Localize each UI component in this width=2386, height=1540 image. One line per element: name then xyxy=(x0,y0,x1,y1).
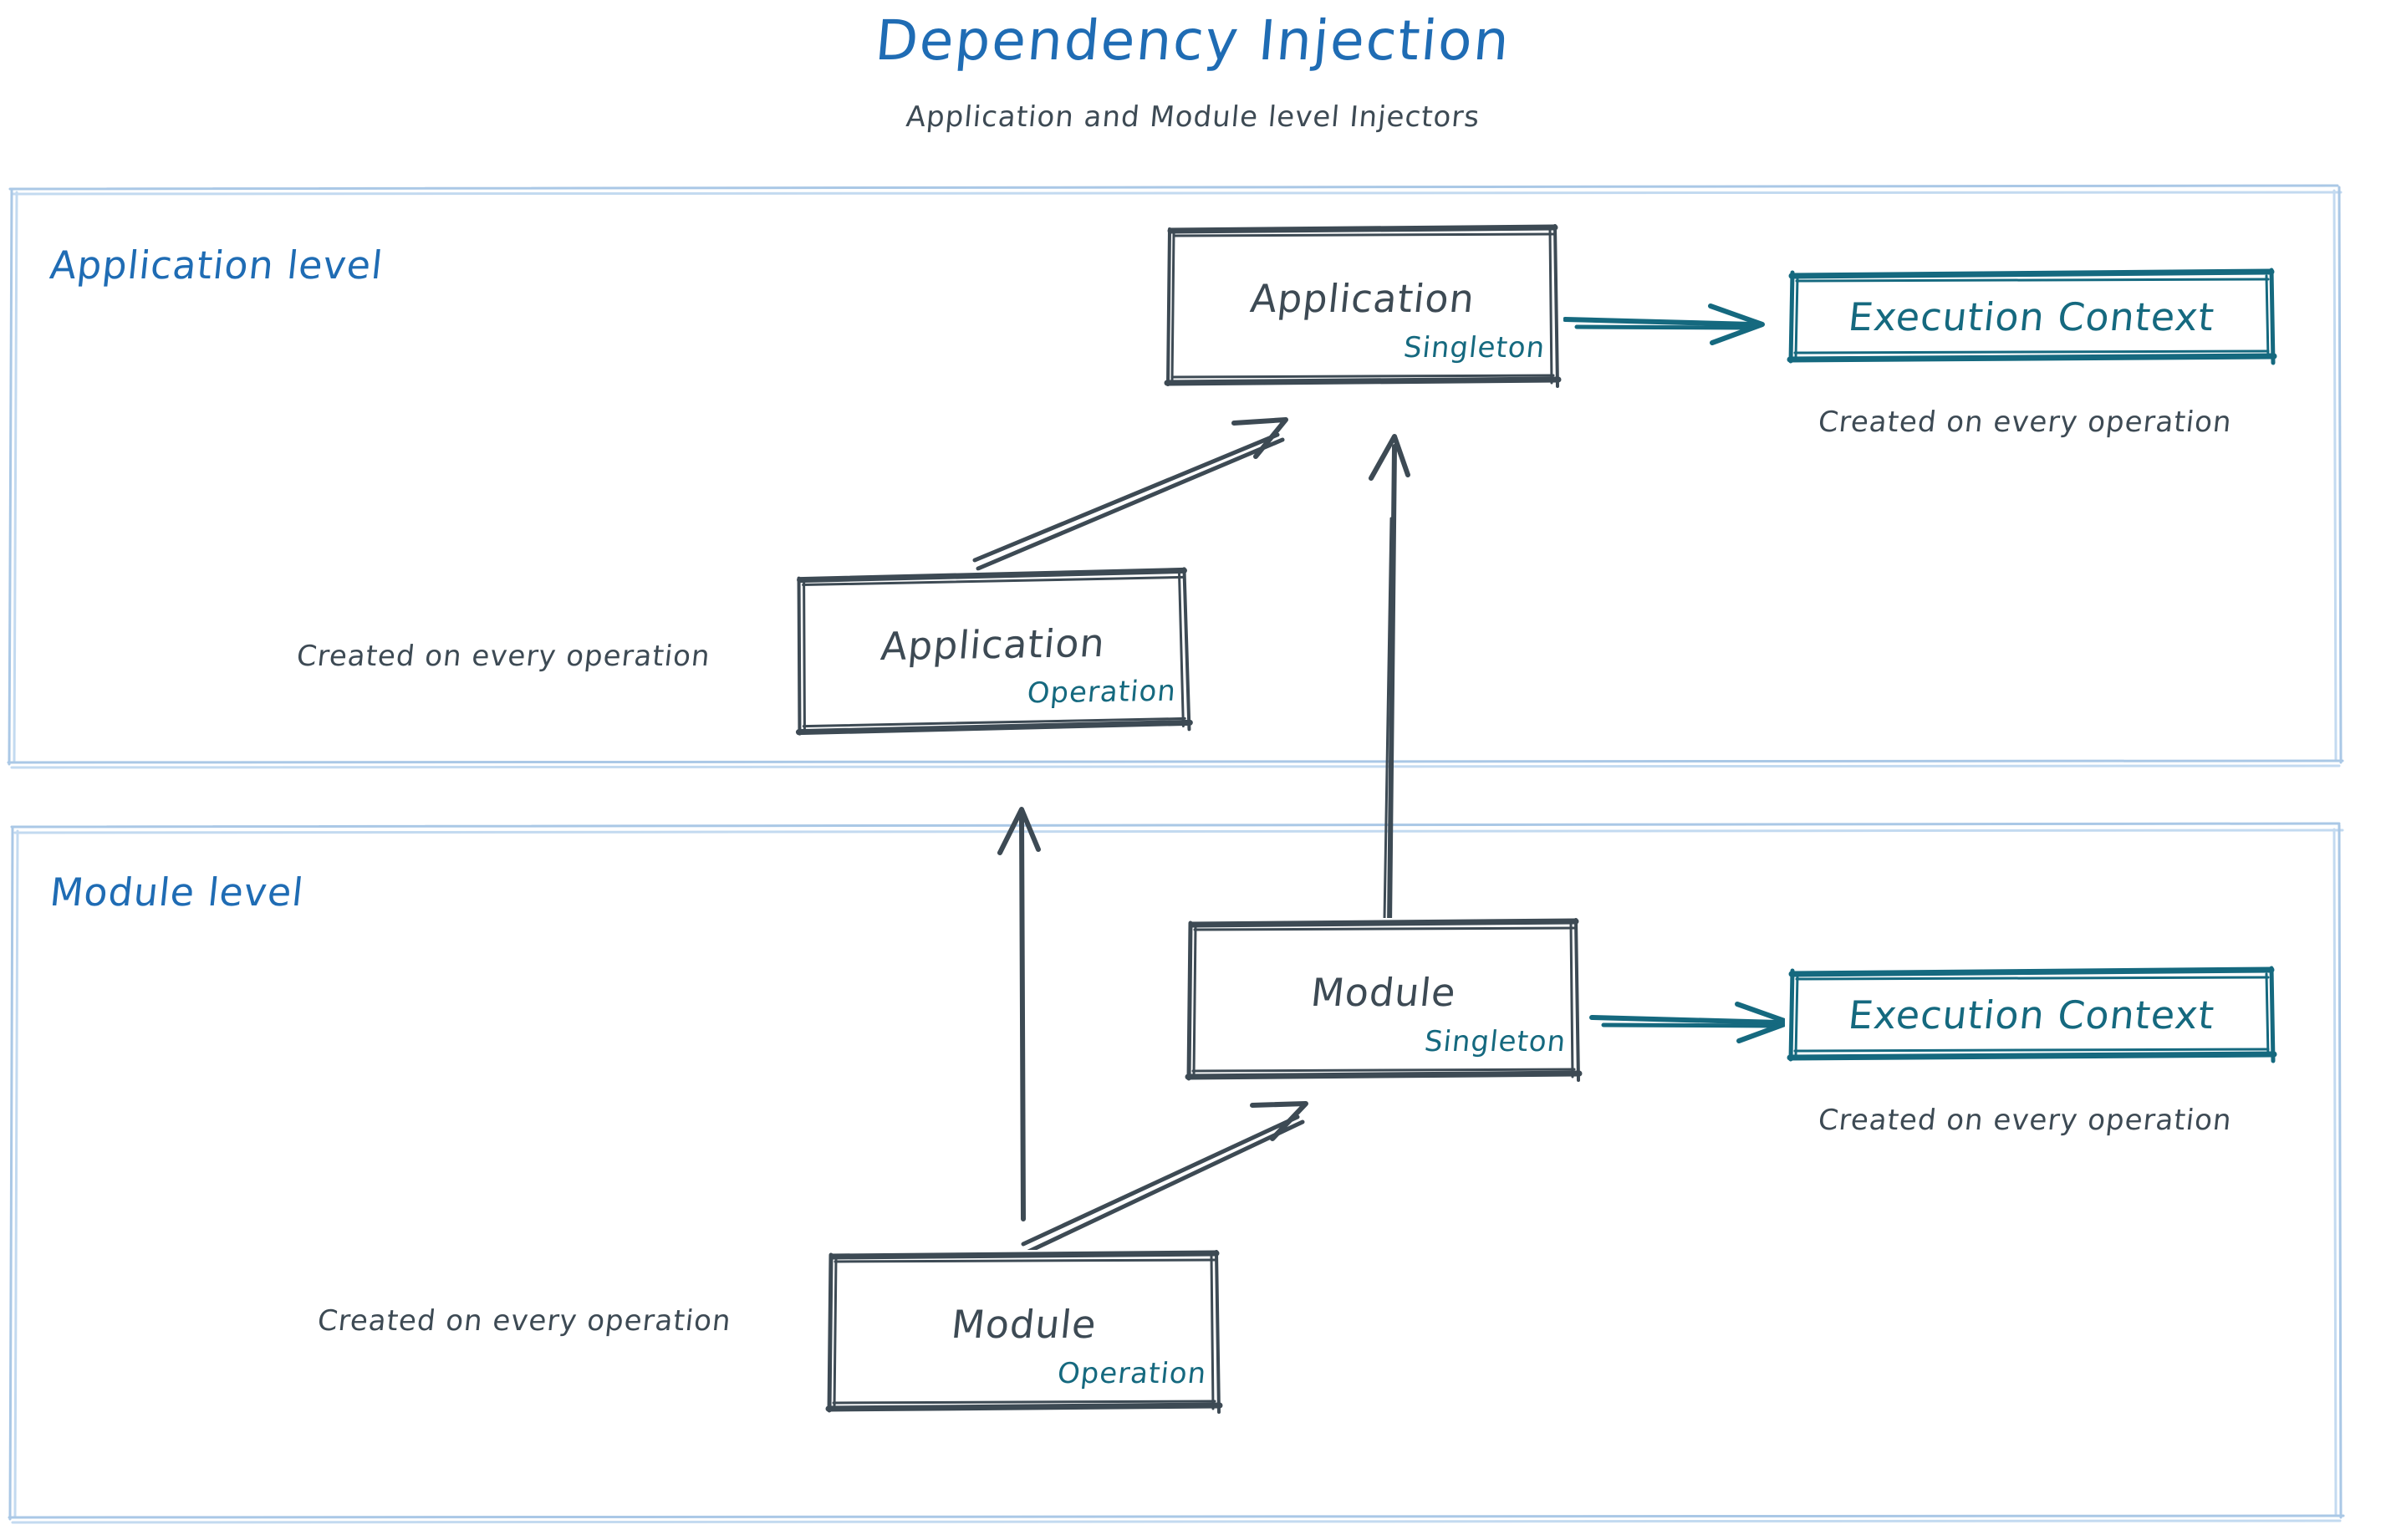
node-execution-context-application[interactable]: Execution Context xyxy=(1785,268,2278,366)
node-frame xyxy=(1164,224,1562,388)
node-module-singleton[interactable]: Module Singleton xyxy=(1183,918,1584,1085)
application-level-container xyxy=(7,184,2344,769)
node-title: Execution Context xyxy=(1846,294,2217,339)
caption-module-operation: Created on every operation xyxy=(315,1304,733,1338)
node-frame xyxy=(795,567,1193,736)
node-frame xyxy=(825,1250,1223,1414)
node-application-singleton[interactable]: Application Singleton xyxy=(1162,224,1563,391)
caption-application-execution-context: Created on every operation xyxy=(1816,405,2234,439)
node-frame xyxy=(1787,966,2277,1063)
page-title: Dependency Injection xyxy=(872,8,1514,73)
node-module-operation[interactable]: Module Operation xyxy=(823,1250,1225,1417)
node-execution-context-module[interactable]: Execution Context xyxy=(1785,966,2278,1064)
edge-module-operation-to-app-operation xyxy=(997,807,1041,1221)
application-level-label: Application level xyxy=(48,242,385,288)
node-scope-badge: Operation xyxy=(1055,1357,1209,1390)
node-frame xyxy=(1185,918,1583,1082)
node-application-operation[interactable]: Application Operation xyxy=(791,567,1196,741)
caption-application-operation: Created on every operation xyxy=(294,640,712,673)
node-title: Application xyxy=(1248,276,1477,321)
node-scope-badge: Operation xyxy=(1025,674,1178,711)
edge-module-operation-to-module-singleton xyxy=(1021,1101,1308,1255)
caption-module-execution-context: Created on every operation xyxy=(1816,1104,2234,1137)
edge-app-operation-to-app-singleton xyxy=(972,417,1288,571)
edge-module-singleton-to-execution-context xyxy=(1589,1002,1792,1043)
module-level-label: Module level xyxy=(48,869,307,915)
page-subtitle: Application and Module level Injectors xyxy=(905,100,1481,134)
edge-app-singleton-to-execution-context xyxy=(1563,303,1765,345)
node-scope-badge: Singleton xyxy=(1401,331,1547,365)
node-scope-badge: Singleton xyxy=(1422,1025,1568,1058)
edge-module-singleton-to-app-singleton xyxy=(1369,434,1410,929)
node-title: Module xyxy=(1308,970,1459,1015)
node-title: Application xyxy=(879,620,1108,670)
node-title: Execution Context xyxy=(1846,992,2217,1038)
node-frame xyxy=(1787,268,2277,365)
node-title: Module xyxy=(949,1302,1099,1347)
module-level-container xyxy=(8,822,2345,1524)
